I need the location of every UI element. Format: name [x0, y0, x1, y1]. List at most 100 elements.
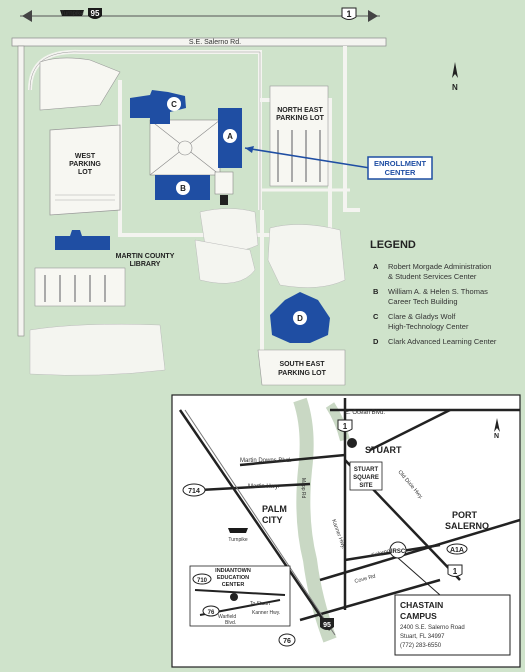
indiantown-marker-icon — [230, 593, 238, 601]
building-b-letter: B — [180, 184, 186, 193]
inset-us1-label: 1 — [343, 422, 348, 431]
enrollment-label-2: CENTER — [385, 168, 416, 177]
inset-turnpike-icon: Turnpike — [228, 528, 248, 543]
chastain-address-2: Stuart, FL 34997 — [400, 634, 445, 640]
indiantown-label-1: INDIANTOWN — [215, 568, 251, 574]
inset-north-arrow-icon: N — [494, 418, 500, 440]
legend-key-d: D — [373, 337, 379, 346]
legend-item-b-line2: Career Tech Building — [388, 297, 458, 306]
route-710-shield-icon: 710 — [192, 573, 212, 585]
enrollment-arrow-icon — [245, 146, 254, 153]
inset-port-label-1: PORT — [452, 510, 478, 520]
inset-us1-south-shield-icon: 1 — [447, 564, 463, 577]
west-lot-label-1: WEST — [75, 153, 96, 160]
utility-block — [220, 195, 228, 205]
library-parking — [34, 267, 126, 307]
stuart-square-label-3: SITE — [359, 483, 372, 489]
building-a-letter: A — [227, 132, 233, 141]
west-parking-lot: WEST PARKING LOT — [49, 124, 121, 216]
building-b[interactable]: B — [155, 175, 210, 200]
se-lot-label-2: PARKING LOT — [278, 370, 326, 377]
i95-label: 95 — [91, 9, 100, 18]
west-arrow-icon — [22, 10, 32, 22]
turnpike-label: Turnpike — [60, 11, 84, 17]
west-lot-label-2: PARKING — [69, 161, 101, 168]
building-c[interactable]: C — [130, 90, 186, 124]
legend-title: LEGEND — [370, 239, 416, 251]
inset-us1-south-label: 1 — [453, 567, 458, 576]
legend-item-c-line2: High-Technology Center — [388, 322, 469, 331]
legend-key-b: B — [373, 287, 379, 296]
west-lot-label-3: LOT — [78, 169, 93, 176]
route-76b-shield-icon: 76 — [202, 605, 220, 617]
library-label-2: LIBRARY — [130, 261, 161, 268]
chastain-label-2: CAMPUS — [400, 611, 437, 621]
building-d-letter: D — [297, 314, 303, 323]
salerno-road-label: S.E. Salerno Rd. — [189, 39, 241, 46]
stuart-square-box — [349, 461, 383, 491]
inset-port-label-2: SALERNO — [445, 521, 489, 531]
irsc-label: IRSC — [391, 549, 406, 555]
warfield-label: Warfield — [218, 614, 236, 620]
route-714-label: 714 — [188, 488, 200, 495]
building-c-letter: C — [171, 100, 177, 109]
building-a[interactable]: A — [218, 108, 242, 168]
inset-palm-label-2: CITY — [262, 515, 283, 525]
inset-mapp-label: Mapp Rd — [300, 478, 306, 499]
route-714-shield-icon: 714 — [182, 483, 206, 497]
martin-county-library[interactable]: MARTIN COUNTY LIBRARY — [55, 230, 175, 268]
route-76-shield-icon: 76 — [278, 633, 296, 647]
inset-turnpike-label: Turnpike — [228, 537, 247, 543]
building-a-marker — [223, 129, 237, 143]
chastain-address-1: 2400 S.E. Salerno Road — [400, 625, 465, 631]
legend: LEGEND A Robert Morgade Administration &… — [370, 239, 497, 346]
building-d[interactable]: D — [270, 292, 330, 343]
indiantown-label-2: EDUCATION — [217, 575, 249, 581]
route-76-label: 76 — [283, 638, 291, 645]
stuart-square-label-2: SQUARE — [353, 475, 379, 481]
i95-shield-icon: 95 — [88, 8, 102, 19]
northwest-lot — [39, 57, 121, 111]
indiantown-label-3: CENTER — [222, 582, 245, 588]
inset-north-label: N — [494, 433, 499, 440]
library-label-1: MARTIN COUNTY — [116, 253, 175, 260]
se-lot-label-1: SOUTH EAST — [279, 361, 325, 368]
building-c-marker — [167, 97, 181, 111]
turnpike-shield-icon: Turnpike — [60, 10, 84, 17]
ponds — [29, 208, 346, 376]
to-stuart-label: To Stuart — [250, 601, 271, 607]
campus-roads — [11, 37, 387, 370]
legend-item-c-line1: Clare & Gladys Wolf — [388, 312, 456, 321]
legend-item-a-line2: & Student Services Center — [388, 272, 477, 281]
inset-martin-downs-label: Martin Downs Blvd. — [240, 458, 292, 464]
chastain-campus-box: CHASTAIN CAMPUS 2400 S.E. Salerno Road S… — [394, 557, 511, 656]
utility-building — [214, 171, 234, 195]
chastain-label-1: CHASTAIN — [400, 600, 443, 610]
us1-shield-icon: 1 — [341, 7, 357, 20]
inset-us1-shield-icon: 1 — [337, 419, 353, 432]
inset-i95-shield-icon: 95 — [320, 618, 334, 630]
stuart-square-label-1: STUART — [354, 467, 379, 473]
inset-martin-hwy-label: Martin Hwy. — [248, 484, 280, 490]
legend-item-d-line1: Clark Advanced Learning Center — [388, 337, 497, 346]
inset-stuart-label: STUART — [365, 445, 402, 455]
building-d-marker — [293, 311, 307, 325]
irsc-logo-icon: IRSC — [389, 541, 407, 559]
campus-north-label: N — [452, 83, 458, 92]
kanner-hwy-sub-label: Kanner Hwy. — [252, 610, 280, 616]
east-arrow-icon — [368, 10, 378, 22]
building-b-marker — [176, 181, 190, 195]
inset-cove-label: Cove Rd — [354, 574, 376, 585]
campus-north-arrow-icon: N — [452, 62, 458, 92]
route-710-label: 710 — [197, 578, 208, 584]
us1-label: 1 — [346, 9, 351, 19]
top-direction-bar: Turnpike 95 1 — [20, 7, 380, 22]
ne-lot-label-1: NORTH EAST — [277, 107, 323, 114]
chastain-phone: (772) 283-6550 — [400, 643, 442, 649]
inset-map: E. Ocean Blvd. STUART STUART SQUARE SITE… — [171, 394, 521, 668]
ne-lot-label-2: PARKING LOT — [276, 115, 324, 122]
a1a-label: A1A — [450, 547, 464, 554]
enrollment-center-callout[interactable]: ENROLLMENT CENTER — [244, 146, 433, 180]
